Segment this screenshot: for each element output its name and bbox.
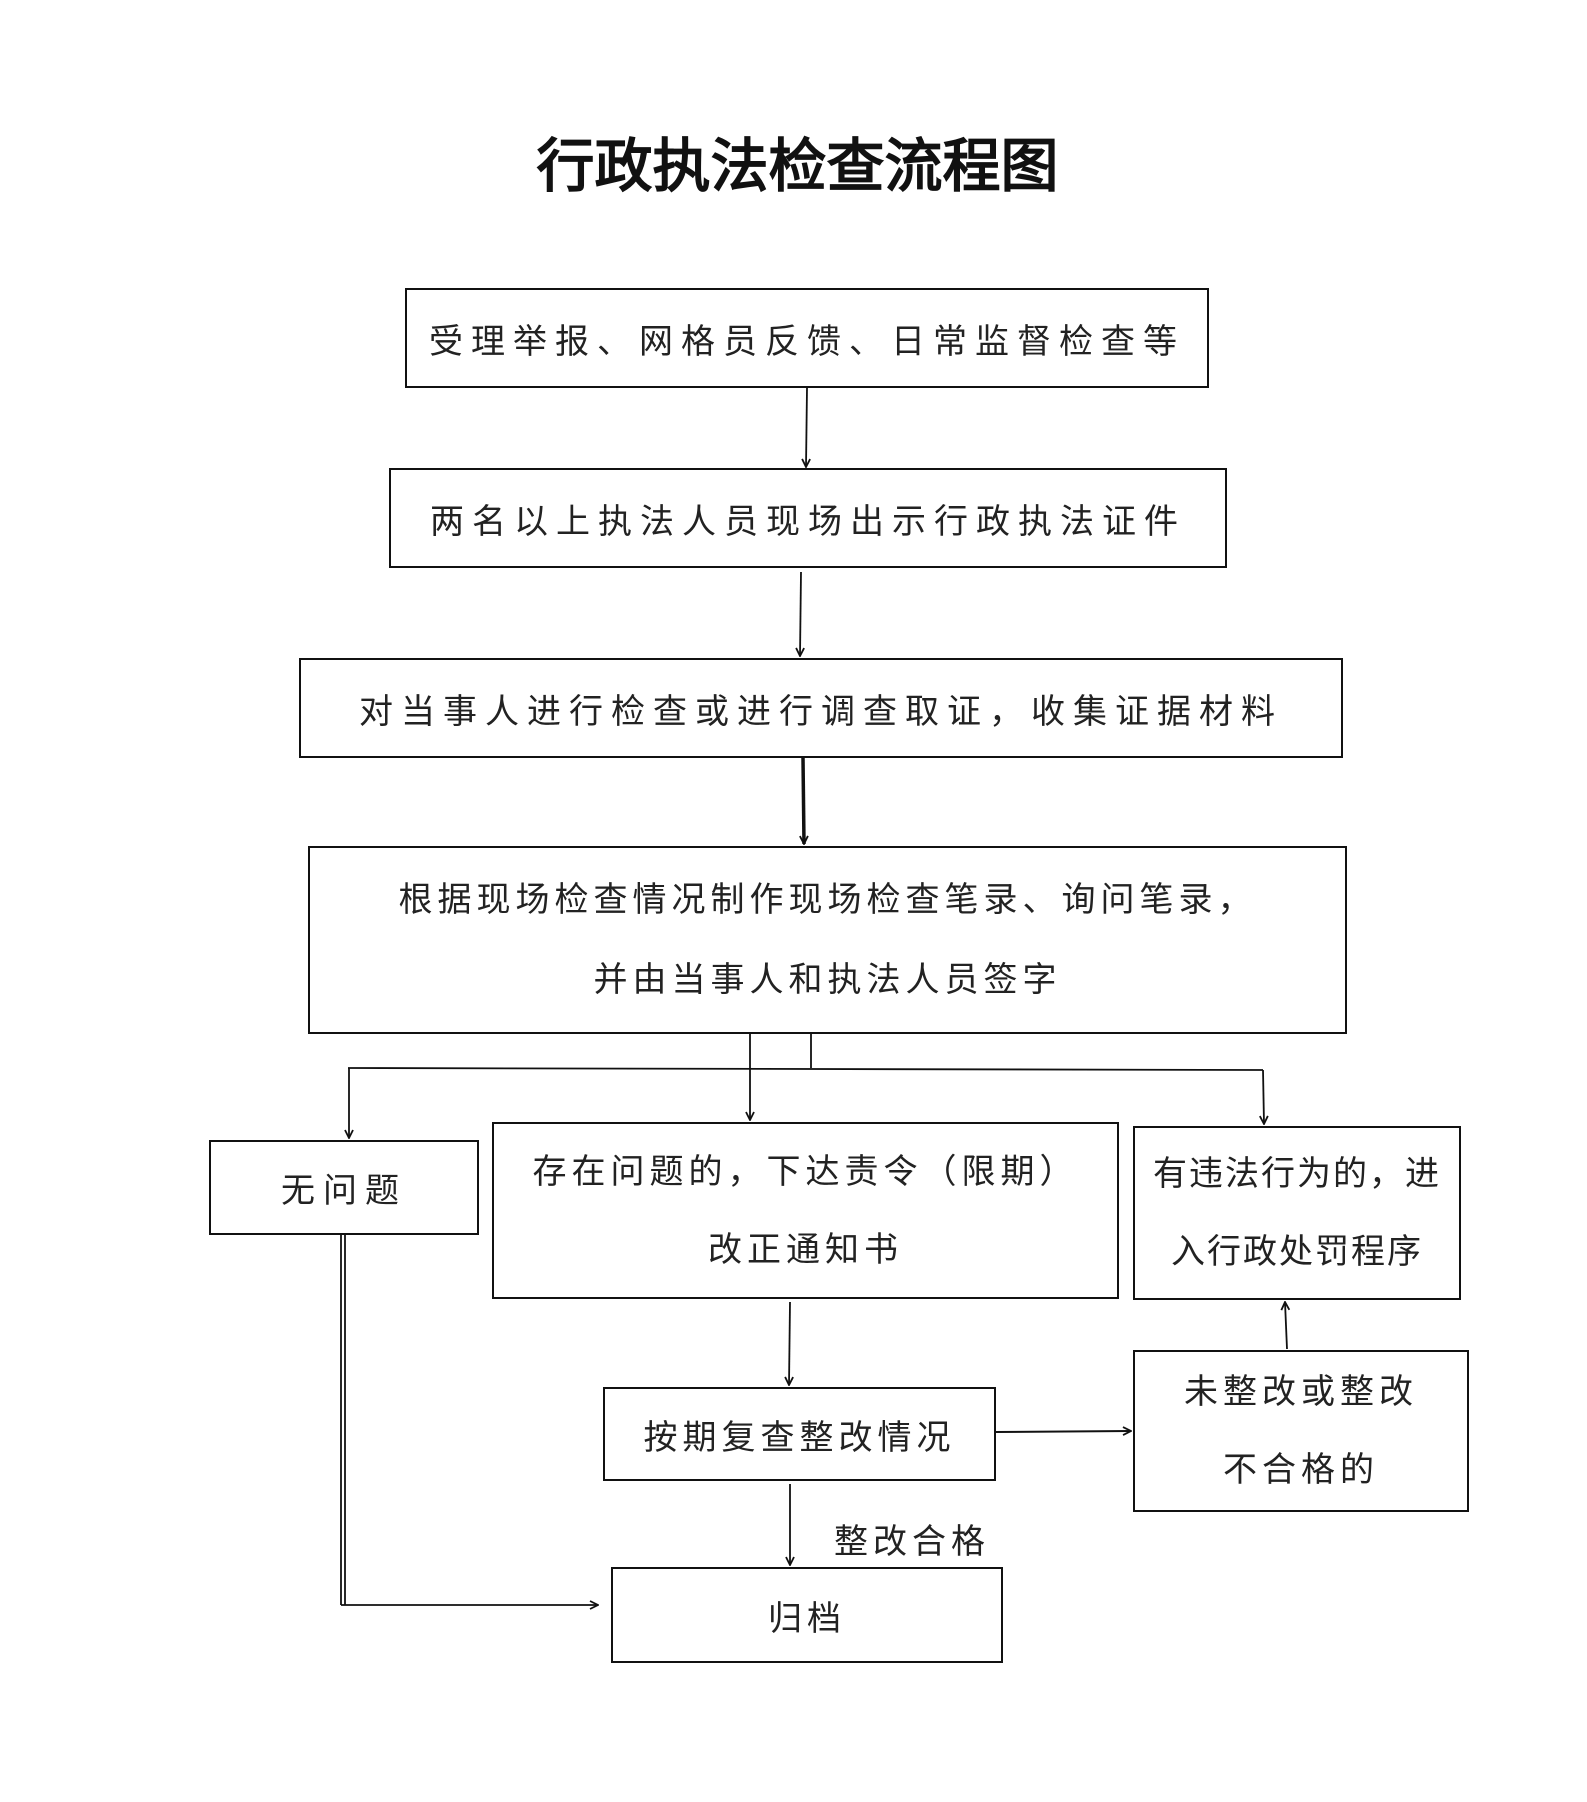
edge-credentials-to-investigate [800, 571, 801, 656]
node-recheck: 按期复查整改情况 [603, 1387, 996, 1481]
node-record: 根据现场检查情况制作现场检查笔录、询问笔录， 并由当事人和执法人员签字 [308, 846, 1347, 1034]
node-text: 并由当事人和执法人员签字 [593, 960, 1062, 1000]
edge-has-issue-to-recheck [789, 1301, 790, 1385]
node-text: 两名以上执法人员现场出示行政执法证件 [430, 501, 1186, 542]
node-text: 有违法行为的，进 [1153, 1154, 1441, 1194]
node-text: 根据现场检查情况制作现场检查笔录、询问笔录， [398, 880, 1257, 920]
node-present-credentials: 两名以上执法人员现场出示行政执法证件 [389, 468, 1227, 568]
edge-intake-to-credentials [806, 387, 807, 467]
node-archive: 归档 [611, 1567, 1003, 1663]
edge-label-rectified-ok: 整改合格 [834, 1522, 990, 1562]
node-no-issue: 无问题 [209, 1140, 479, 1235]
node-text: 未整改或整改 [1184, 1372, 1418, 1412]
edge-investigate-to-record [803, 757, 804, 844]
edge-recheck-to-not-rectified [995, 1431, 1131, 1432]
node-has-issue: 存在问题的，下达责令（限期） 改正通知书 [492, 1122, 1119, 1299]
branch-bar [347, 1067, 1264, 1071]
node-text: 对当事人进行检查或进行调查取证，收集证据材料 [359, 691, 1283, 732]
node-not-rectified: 未整改或整改 不合格的 [1133, 1350, 1469, 1512]
edge-to-violation [1263, 1069, 1264, 1124]
node-text: 按期复查整改情况 [643, 1417, 956, 1458]
node-text: 无问题 [281, 1171, 407, 1211]
node-violation: 有违法行为的，进 入行政处罚程序 [1133, 1126, 1461, 1300]
node-text: 存在问题的，下达责令（限期） [532, 1151, 1079, 1192]
edge-not-rectified-to-violation [1285, 1302, 1287, 1350]
node-text: 归档 [768, 1598, 846, 1639]
node-text: 不合格的 [1223, 1450, 1379, 1490]
node-text: 入行政处罚程序 [1171, 1232, 1423, 1272]
page-title: 行政执法检查流程图 [536, 132, 1059, 200]
node-intake: 受理举报、网格员反馈、日常监督检查等 [405, 288, 1209, 388]
node-investigate: 对当事人进行检查或进行调查取证，收集证据材料 [299, 658, 1343, 758]
node-text: 改正通知书 [708, 1229, 903, 1270]
node-text: 受理举报、网格员反馈、日常监督检查等 [429, 321, 1185, 362]
